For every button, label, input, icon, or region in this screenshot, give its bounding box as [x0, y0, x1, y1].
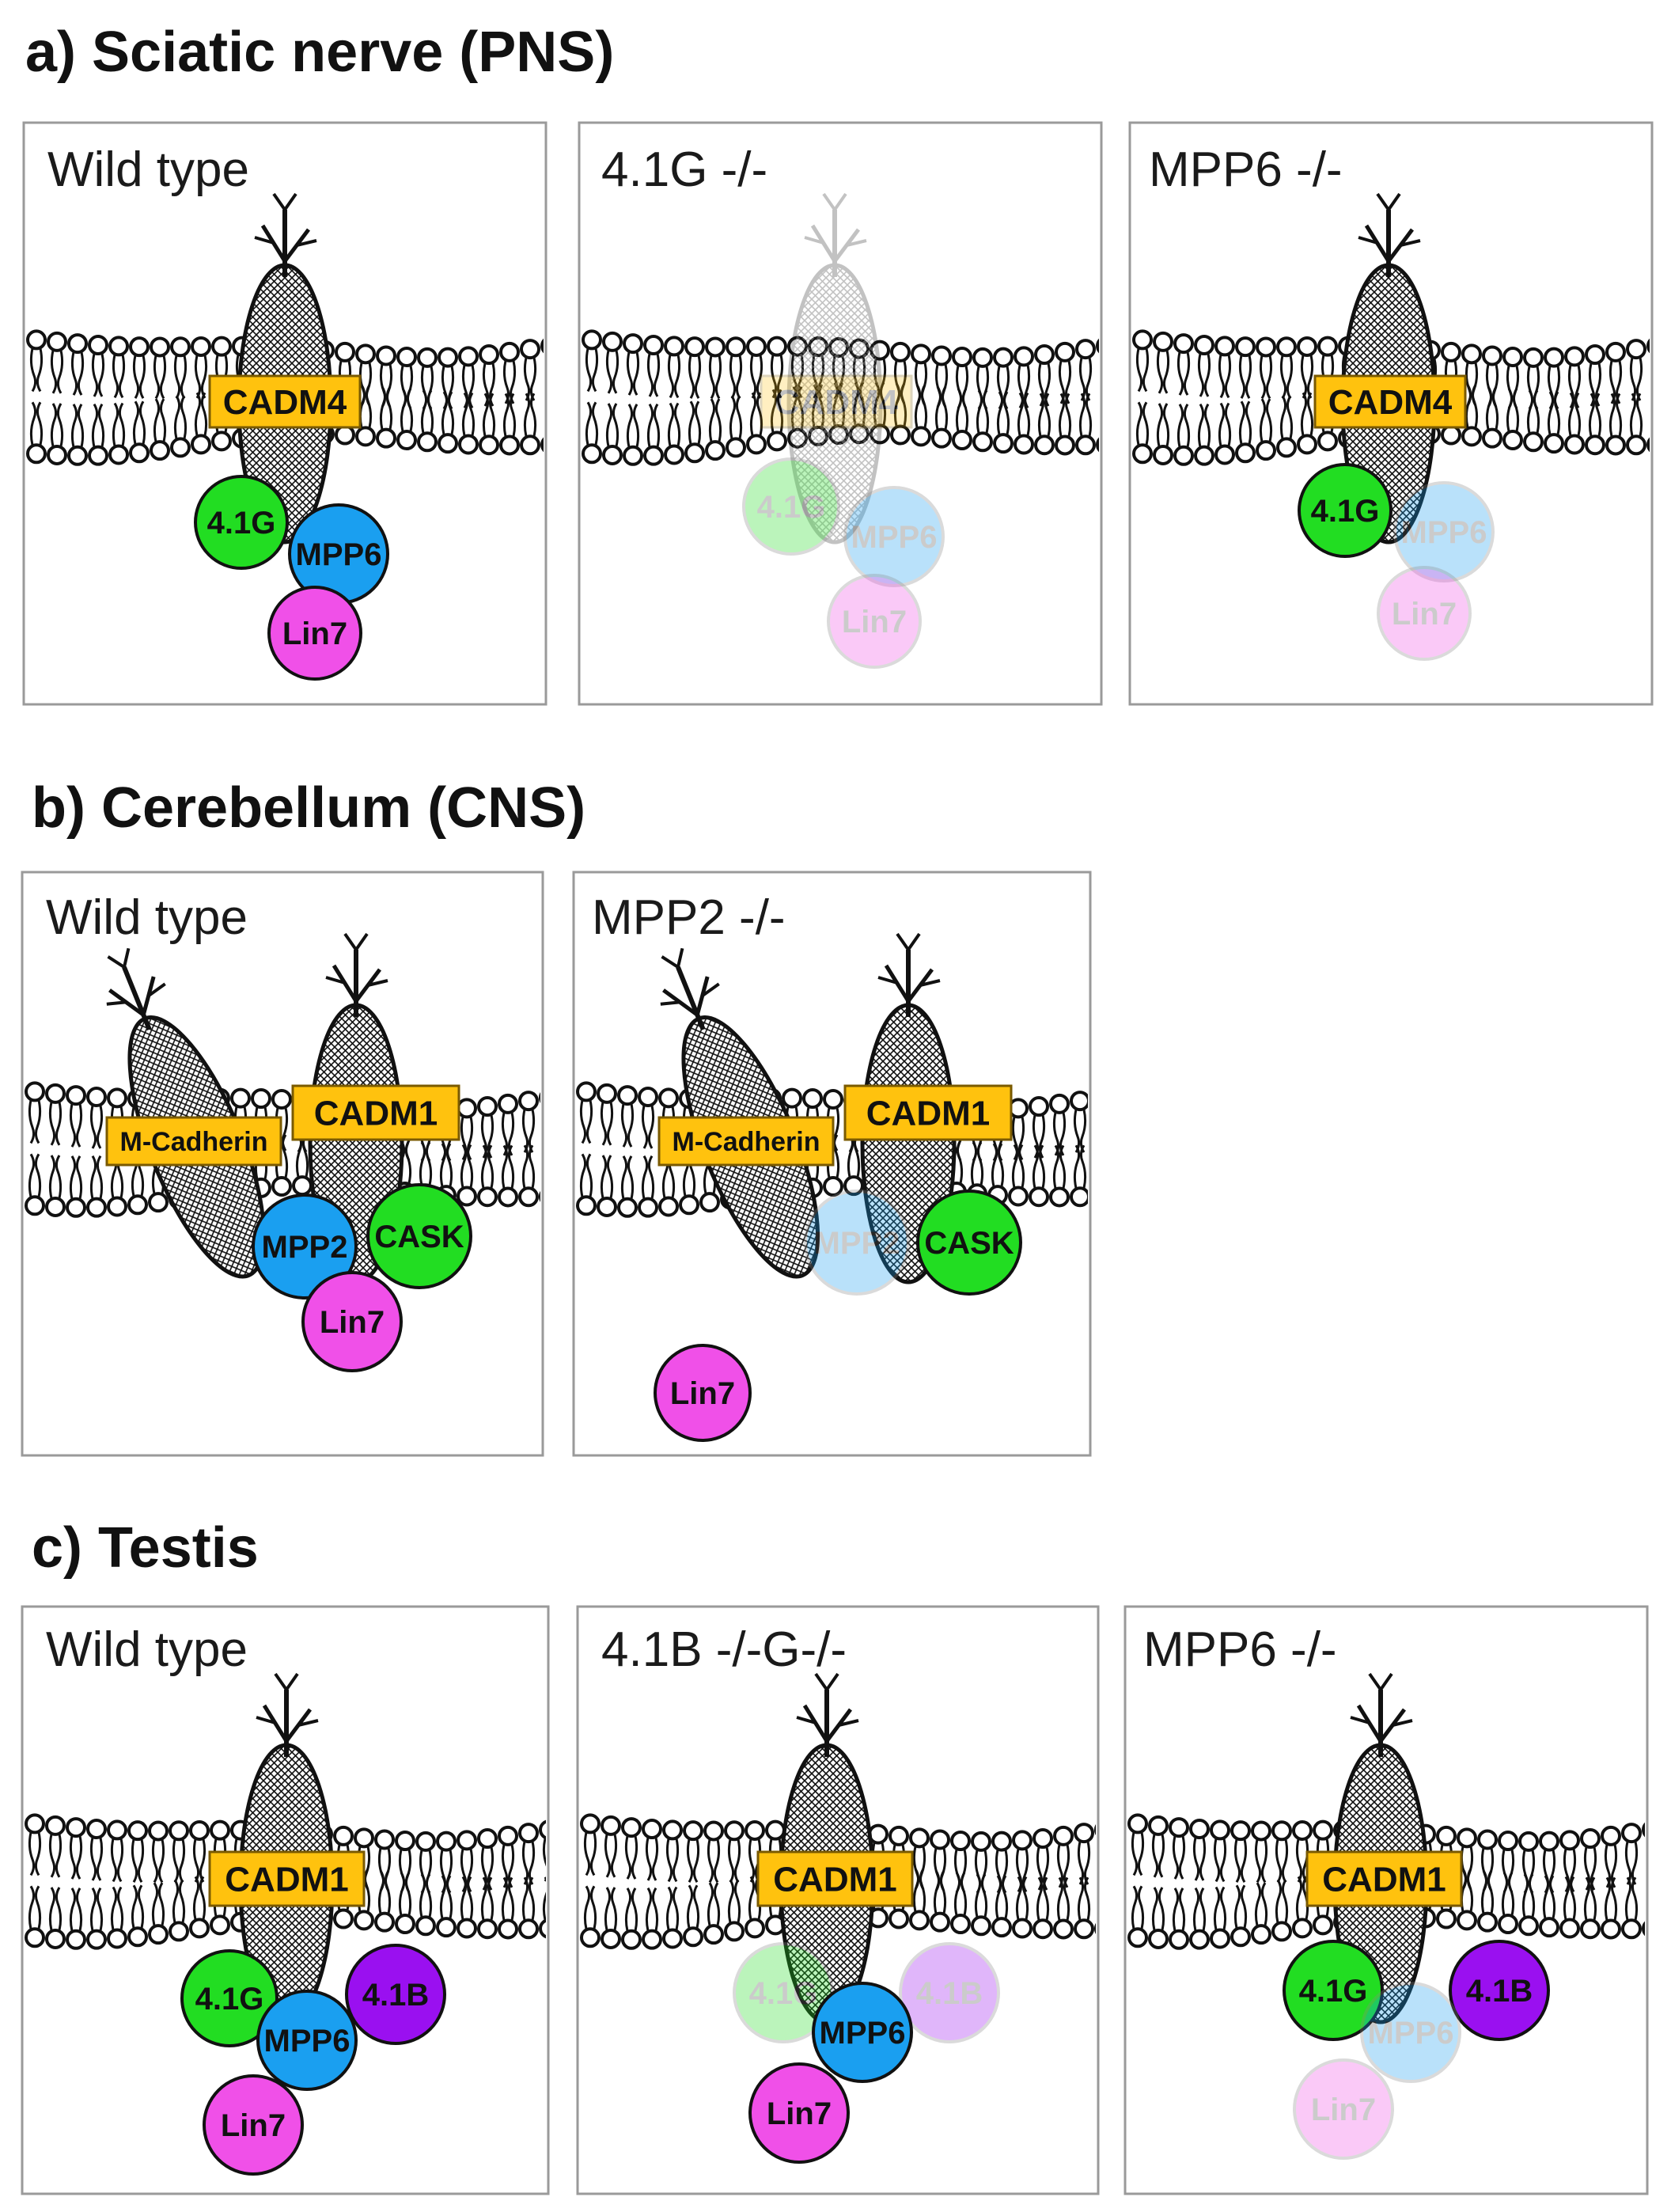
- panel-label: 4.1G -/-: [601, 142, 767, 197]
- adhesion-label: CADM1: [1322, 1860, 1446, 1899]
- panel-c-wild-type: Wild type CADM1 4.1G 4.1B MPP6 Lin7: [21, 1605, 550, 2195]
- adhesion-box-m-cadherin: M-Cadherin: [105, 1116, 282, 1167]
- protein-label: Lin7: [1392, 597, 1457, 632]
- adhesion-label: CADM1: [225, 1860, 348, 1899]
- panel-label: MPP6 -/-: [1143, 1622, 1337, 1677]
- adhesion-box-cadm1: CADM1: [756, 1850, 914, 1907]
- adhesion-label: M-Cadherin: [673, 1127, 820, 1157]
- protein-mpp6: MPP6: [1360, 1982, 1461, 2083]
- protein-lin7: Lin7: [827, 574, 922, 669]
- protein-label: 4.1B: [1466, 1974, 1533, 2009]
- protein-lin7: Lin7: [301, 1271, 403, 1372]
- adhesion-box-cadm4: CADM4: [208, 374, 362, 429]
- adhesion-label: CADM1: [866, 1094, 990, 1133]
- protein-label: Lin7: [221, 2108, 286, 2143]
- protein-label: 4.1G: [757, 490, 826, 525]
- protein-mpp2: MPP2: [804, 1189, 910, 1296]
- protein-4-1g: 4.1G: [180, 1949, 278, 2047]
- protein-label: Lin7: [282, 617, 347, 651]
- protein-cask: CASK: [366, 1183, 472, 1289]
- panel-label: MPP2 -/-: [592, 890, 786, 945]
- panel-label: Wild type: [46, 890, 248, 945]
- protein-4-1g: 4.1G: [742, 457, 840, 556]
- panel-label: 4.1B -/-G-/-: [601, 1622, 847, 1677]
- protein-label: 4.1G: [207, 506, 276, 541]
- protein-label: 4.1G: [1311, 494, 1380, 529]
- protein-label: MPP6: [820, 2016, 906, 2051]
- transmembrane-receptor: [786, 192, 883, 544]
- adhesion-box-cadm4: CADM4: [760, 374, 913, 429]
- protein-label: MPP6: [851, 520, 938, 555]
- protein-cask: CASK: [916, 1189, 1022, 1296]
- protein-label: 4.1B: [362, 1978, 430, 2013]
- panel-b-mpp2-ko: MPP2 -/- M-Cadherin CADM1 MPP2 CASK Lin7: [572, 871, 1092, 1457]
- panel-c-mpp6-ko: MPP6 -/- CADM1 4.1G 4.1B MPP6 Lin7: [1123, 1605, 1649, 2195]
- protein-lin7: Lin7: [748, 2062, 850, 2164]
- protein-label: MPP2: [262, 1230, 348, 1265]
- panel-c-4-1b-g-ko: 4.1B -/-G-/- CADM1 4.1G 4.1B MPP6 Lin7: [576, 1605, 1100, 2195]
- panel-label: Wild type: [47, 142, 249, 197]
- protein-mpp6: MPP6: [256, 1990, 358, 2091]
- adhesion-box-cadm1: CADM1: [291, 1084, 460, 1141]
- protein-label: CASK: [374, 1220, 464, 1254]
- protein-label: MPP6: [1368, 2016, 1454, 2051]
- adhesion-label: CADM4: [775, 383, 899, 422]
- protein-mpp2: MPP2: [252, 1193, 358, 1300]
- panel-b-wild-type: Wild type M-Cadherin CADM1 MPP2 CASK Lin…: [21, 871, 544, 1457]
- protein-label: 4.1G: [749, 1976, 818, 2011]
- protein-lin7: Lin7: [267, 586, 362, 681]
- adhesion-box-cadm1: CADM1: [843, 1084, 1013, 1141]
- protein-label: 4.1B: [916, 1976, 983, 2011]
- protein-lin7: Lin7: [654, 1344, 752, 1442]
- protein-label: Lin7: [1311, 2092, 1376, 2127]
- protein-4-1g: 4.1G: [1283, 1940, 1384, 2041]
- adhesion-box-cadm1: CADM1: [1305, 1850, 1463, 1907]
- protein-mpp6: MPP6: [843, 486, 945, 587]
- protein-label: MPP6: [1401, 515, 1487, 550]
- protein-4-1b: 4.1B: [345, 1944, 446, 2045]
- protein-label: 4.1G: [195, 1982, 264, 2017]
- adhesion-label: M-Cadherin: [120, 1127, 268, 1157]
- panel-label: Wild type: [46, 1622, 248, 1677]
- protein-label: 4.1G: [1299, 1974, 1368, 2009]
- adhesion-label: CADM1: [773, 1860, 896, 1899]
- panel-a-4-1g-ko: 4.1G -/- CADM4 4.1G MPP6 Lin7: [578, 121, 1103, 706]
- adhesion-label: CADM4: [223, 383, 347, 422]
- protein-label: MPP6: [264, 2024, 350, 2058]
- protein-4-1b: 4.1B: [1449, 1940, 1550, 2041]
- protein-label: Lin7: [767, 2096, 832, 2131]
- protein-4-1b: 4.1B: [899, 1942, 1000, 2043]
- protein-lin7: Lin7: [203, 2074, 304, 2176]
- adhesion-box-m-cadherin: M-Cadherin: [657, 1116, 835, 1167]
- protein-4-1g: 4.1G: [194, 475, 289, 570]
- section-title-a: a) Sciatic nerve (PNS): [25, 21, 614, 84]
- adhesion-box-cadm1: CADM1: [208, 1850, 366, 1907]
- panel-a-wild-type: Wild type CADM4 4.1G MPP6 Lin7: [22, 121, 548, 706]
- protein-label: MPP6: [296, 537, 382, 572]
- protein-mpp6: MPP6: [288, 503, 389, 605]
- adhesion-label: CADM1: [314, 1094, 438, 1133]
- protein-lin7: Lin7: [1293, 2058, 1394, 2160]
- adhesion-label: CADM4: [1328, 383, 1453, 422]
- protein-4-1g: 4.1G: [1298, 463, 1392, 558]
- protein-lin7: Lin7: [1377, 566, 1472, 661]
- section-title-c: c) Testis: [32, 1516, 259, 1580]
- protein-label: Lin7: [842, 605, 907, 639]
- panel-label: MPP6 -/-: [1149, 142, 1343, 197]
- section-title-b: b) Cerebellum (CNS): [32, 776, 585, 840]
- protein-mpp6: MPP6: [812, 1982, 913, 2083]
- panel-a-mpp6-ko: MPP6 -/- CADM4 4.1G MPP6 Lin7: [1128, 121, 1654, 706]
- protein-label: Lin7: [320, 1305, 385, 1340]
- protein-label: Lin7: [670, 1376, 735, 1411]
- protein-label: CASK: [924, 1226, 1014, 1261]
- protein-mpp6: MPP6: [1393, 481, 1495, 582]
- protein-label: MPP2: [814, 1226, 900, 1261]
- adhesion-box-cadm4: CADM4: [1313, 374, 1467, 429]
